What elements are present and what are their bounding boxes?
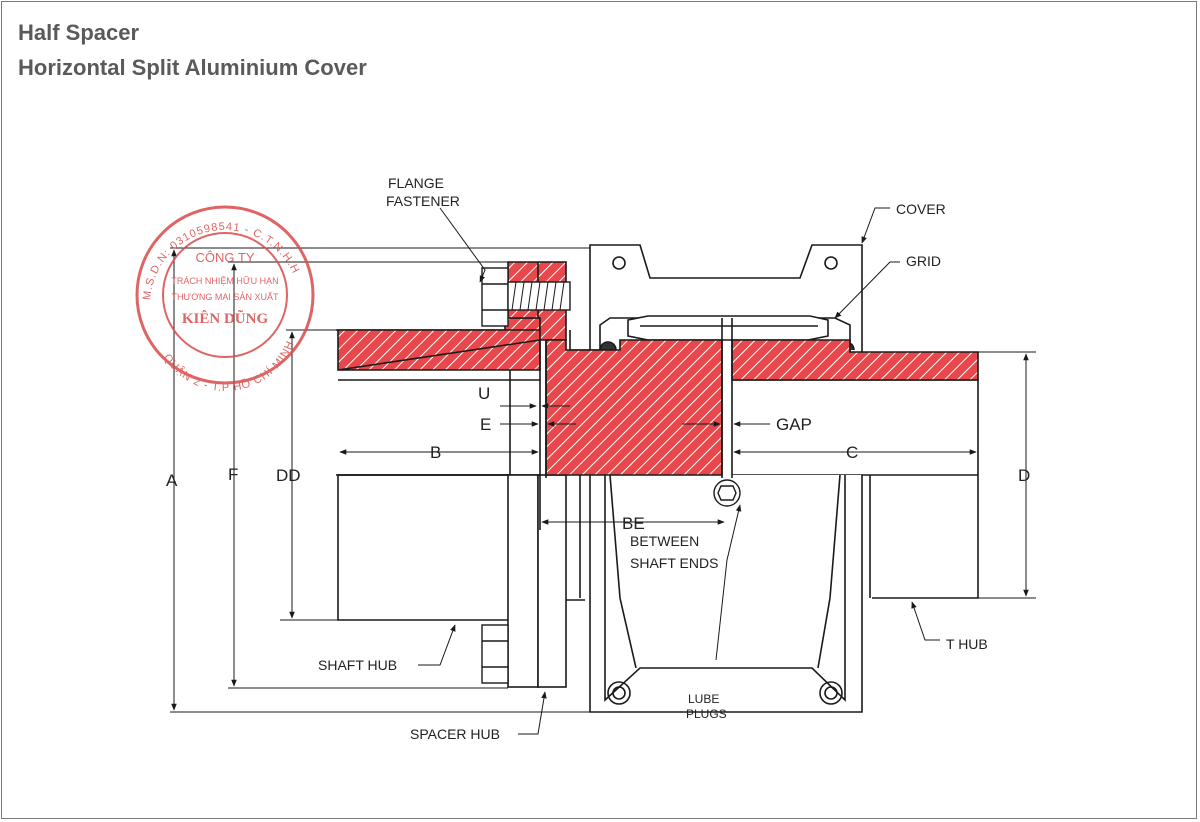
dim-label-dd: DD [276, 466, 301, 485]
dim-label-u: U [478, 384, 490, 403]
callout-between: BETWEEN [630, 533, 699, 549]
spacer-flange-lower [507, 474, 585, 688]
callout-flange: FLANGE [388, 175, 444, 191]
flange-bolt-top [481, 267, 571, 327]
svg-text:QUẬN 2 - T.P HỒ CHÍ MINH: QUẬN 2 - T.P HỒ CHÍ MINH [161, 339, 297, 394]
svg-text:KIÊN DŨNG: KIÊN DŨNG [182, 309, 269, 327]
dim-label-c: C [846, 443, 858, 462]
shaft-end-lines [539, 318, 733, 530]
svg-text:CÔNG TY: CÔNG TY [196, 250, 255, 265]
callout-spacer-hub: SPACER HUB [410, 726, 500, 742]
dim-label-d: D [1018, 466, 1030, 485]
callout-t-hub: T HUB [946, 636, 988, 652]
svg-text:THƯƠNG MẠI SẢN XUẤT: THƯƠNG MẠI SẢN XUẤT [172, 291, 279, 302]
dim-label-e: E [480, 415, 491, 434]
callout-fastener: FASTENER [386, 193, 460, 209]
callout-shaft-ends: SHAFT ENDS [630, 555, 718, 571]
callout-cover: COVER [896, 201, 946, 217]
shaft-hub-section [337, 317, 541, 371]
dim-label-f: F [228, 465, 238, 484]
dim-label-be: BE [622, 514, 645, 533]
dim-label-b: B [430, 443, 441, 462]
callout-shaft-hub: SHAFT HUB [318, 657, 397, 673]
drawing-title: Half Spacer [18, 20, 140, 45]
svg-text:TRÁCH NHIỆM HỮU HẠN: TRÁCH NHIỆM HỮU HẠN [171, 276, 278, 286]
company-stamp: M.S.D.N: 0310598541 - C.T.N.H.H QUẬN 2 -… [135, 205, 315, 394]
dim-label-gap: GAP [776, 415, 812, 434]
lube-plug [713, 479, 741, 507]
callout-lube: LUBE [688, 692, 719, 706]
cover-housing [569, 244, 871, 713]
callout-plugs: PLUGS [686, 707, 727, 721]
spacer-hub-section [545, 339, 723, 476]
flange-bolt-bottom [481, 624, 509, 684]
callout-grid: GRID [906, 253, 941, 269]
dim-label-a: A [166, 471, 178, 490]
drawing-subtitle: Horizontal Split Aluminium Cover [18, 55, 367, 80]
